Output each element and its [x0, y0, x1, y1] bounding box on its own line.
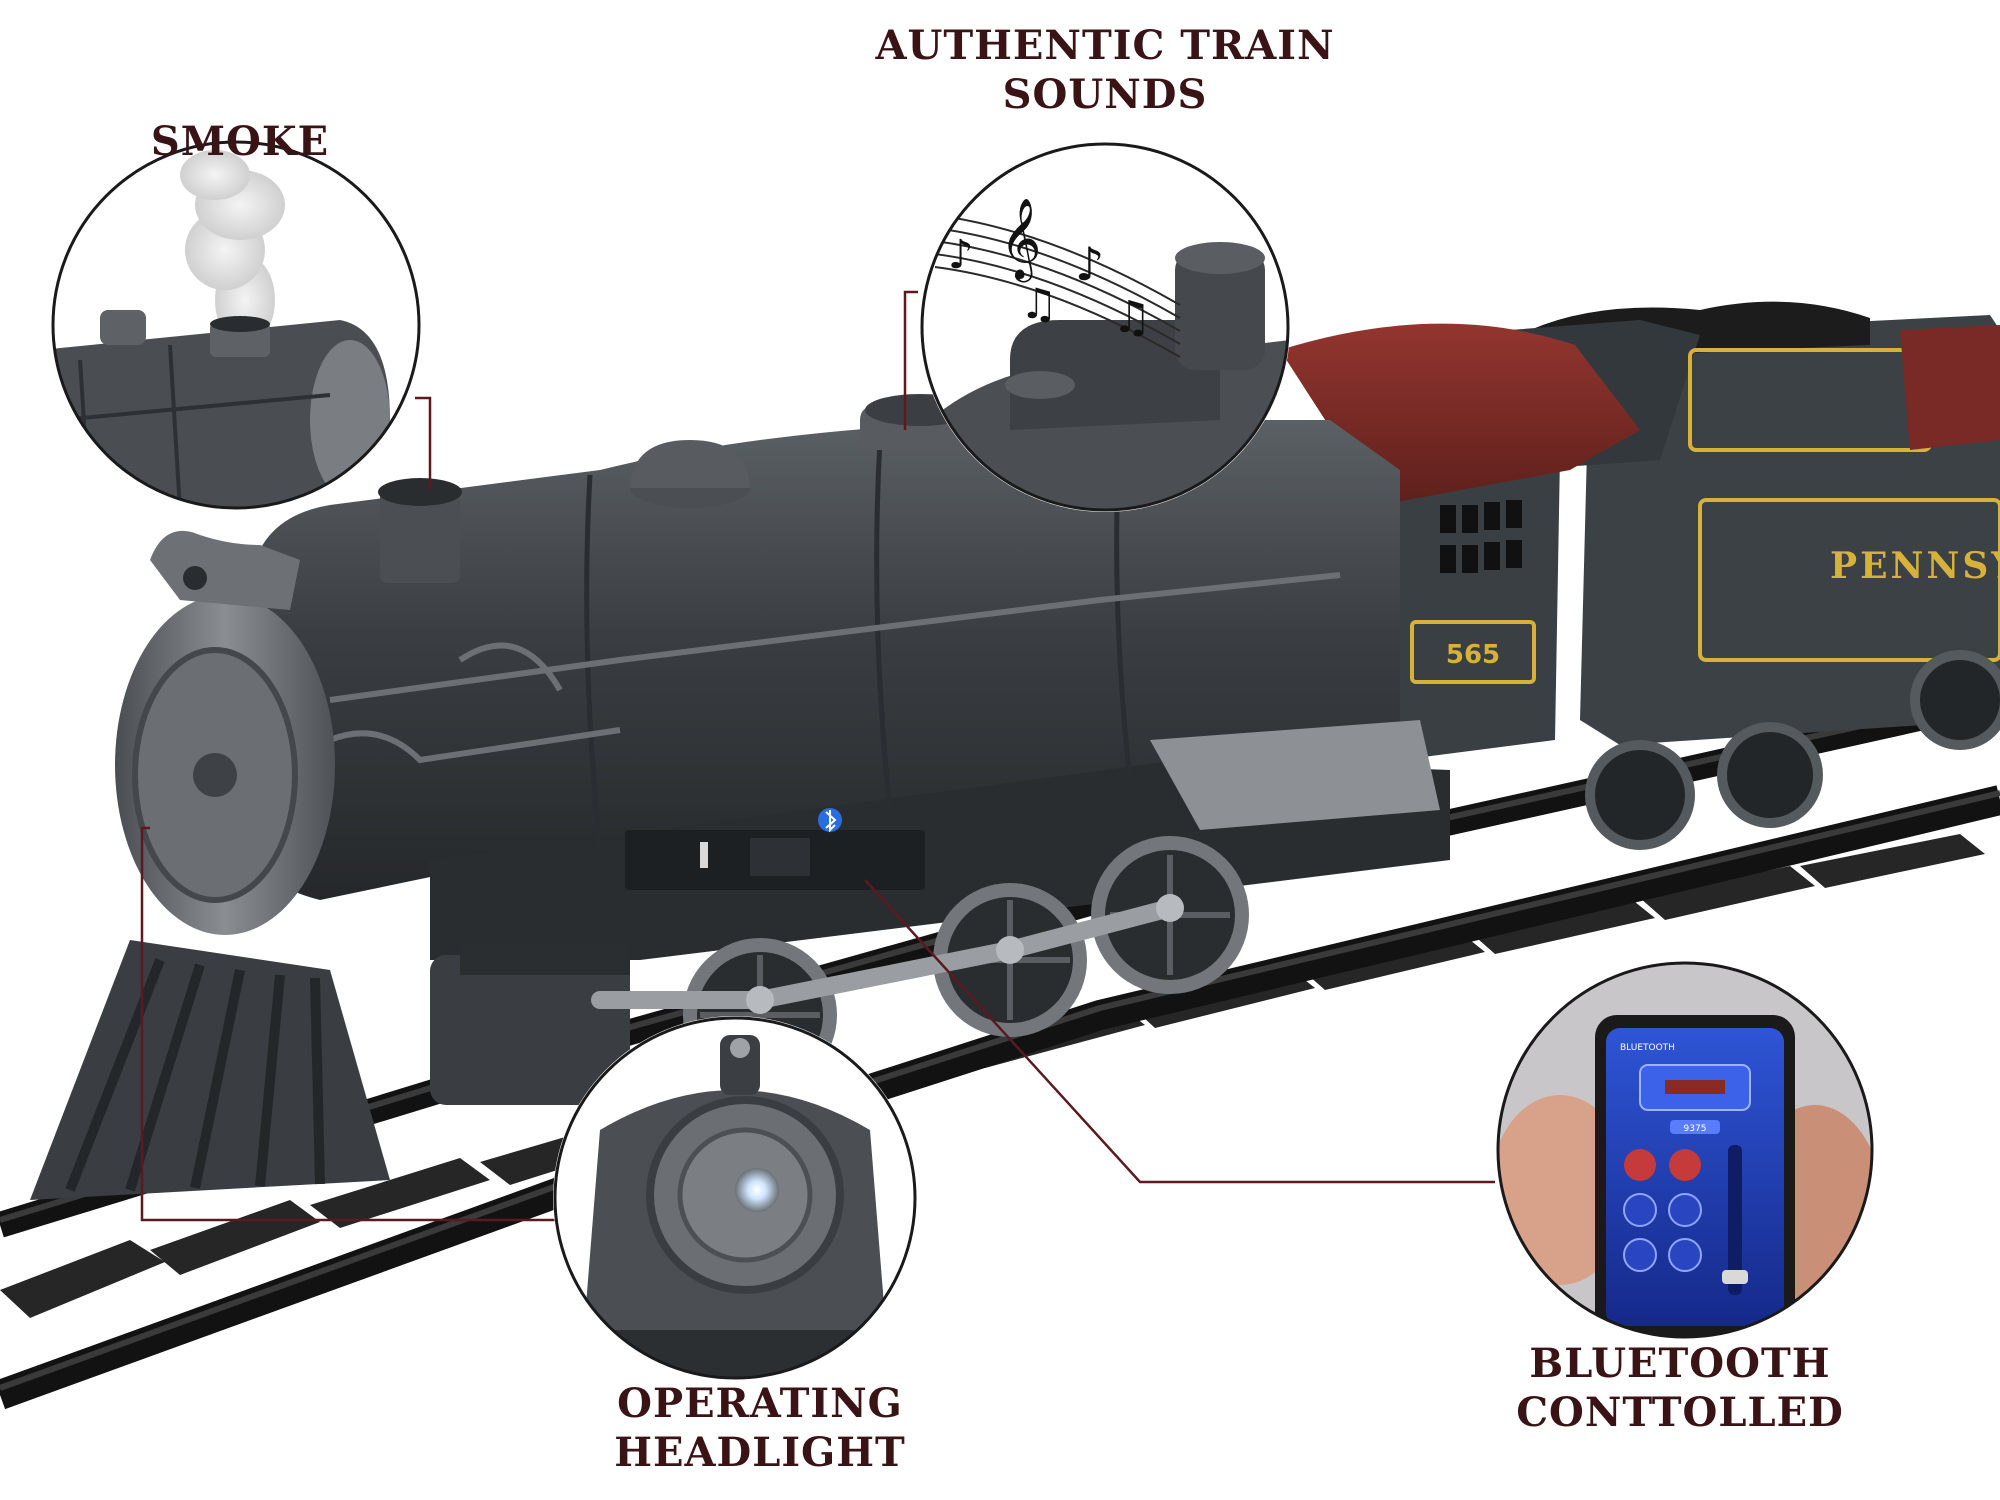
label-bluetooth-line2: CONTTOLLED	[1516, 1388, 1844, 1436]
leader-lines	[140, 290, 1495, 1222]
svg-text:♫: ♫	[1020, 279, 1058, 328]
svg-text:♪: ♪	[948, 232, 974, 278]
music-staff	[934, 214, 1181, 358]
bluetooth-icon	[818, 808, 842, 833]
smokebox-front	[115, 530, 335, 935]
smoke-plume	[180, 150, 285, 345]
callout-bluetooth-image: BLUETOOTH 9375	[1496, 961, 1874, 1339]
tender-wheels	[1585, 650, 2000, 850]
boiler-piping	[328, 572, 1341, 764]
label-smoke-line1: SMOKE	[150, 118, 330, 165]
label-authentic-train-sounds: AUTHENTIC TRAIN SOUNDS	[850, 22, 1360, 120]
cowcatcher	[30, 940, 390, 1200]
treble-clef-icon: 𝄞	[1000, 197, 1041, 282]
app-number: 9375	[1684, 1124, 1707, 1134]
label-operating-headlight: OPERATING HEADLIGHT	[580, 1380, 940, 1478]
cab-number: 565	[1446, 640, 1500, 670]
app-header: BLUETOOTH	[1620, 1043, 1675, 1053]
label-smoke: SMOKE	[125, 118, 355, 167]
label-headlight-line1: OPERATING	[617, 1380, 903, 1427]
callout-headlight-image	[553, 1016, 917, 1380]
tender-lettering: PENNSYL	[1830, 545, 2000, 587]
label-bluetooth-controlled: BLUETOOTH CONTTOLLED	[1500, 1340, 1860, 1438]
headlight-lamp	[735, 1168, 779, 1212]
steam-locomotive: 565	[30, 323, 1640, 1200]
callout-sounds-image: 𝄞 ♪ ♪ ♫ ♫	[920, 142, 1290, 512]
label-headlight-line2: HEADLIGHT	[614, 1428, 906, 1476]
svg-text:♪: ♪	[1075, 237, 1104, 291]
label-sounds-line1: AUTHENTIC TRAIN	[875, 22, 1335, 69]
svg-text:♫: ♫	[1112, 292, 1151, 343]
cab-windows	[1440, 500, 1522, 573]
label-bluetooth-line1: BLUETOOTH	[1529, 1340, 1831, 1387]
app-buttons	[1623, 1145, 1748, 1295]
callout-smoke-image	[51, 140, 421, 510]
smartphone: BLUETOOTH 9375	[1595, 1015, 1795, 1337]
label-sounds-line2: SOUNDS	[1002, 70, 1208, 118]
music-notes-icon: 𝄞 ♪ ♪ ♫ ♫	[948, 197, 1151, 343]
